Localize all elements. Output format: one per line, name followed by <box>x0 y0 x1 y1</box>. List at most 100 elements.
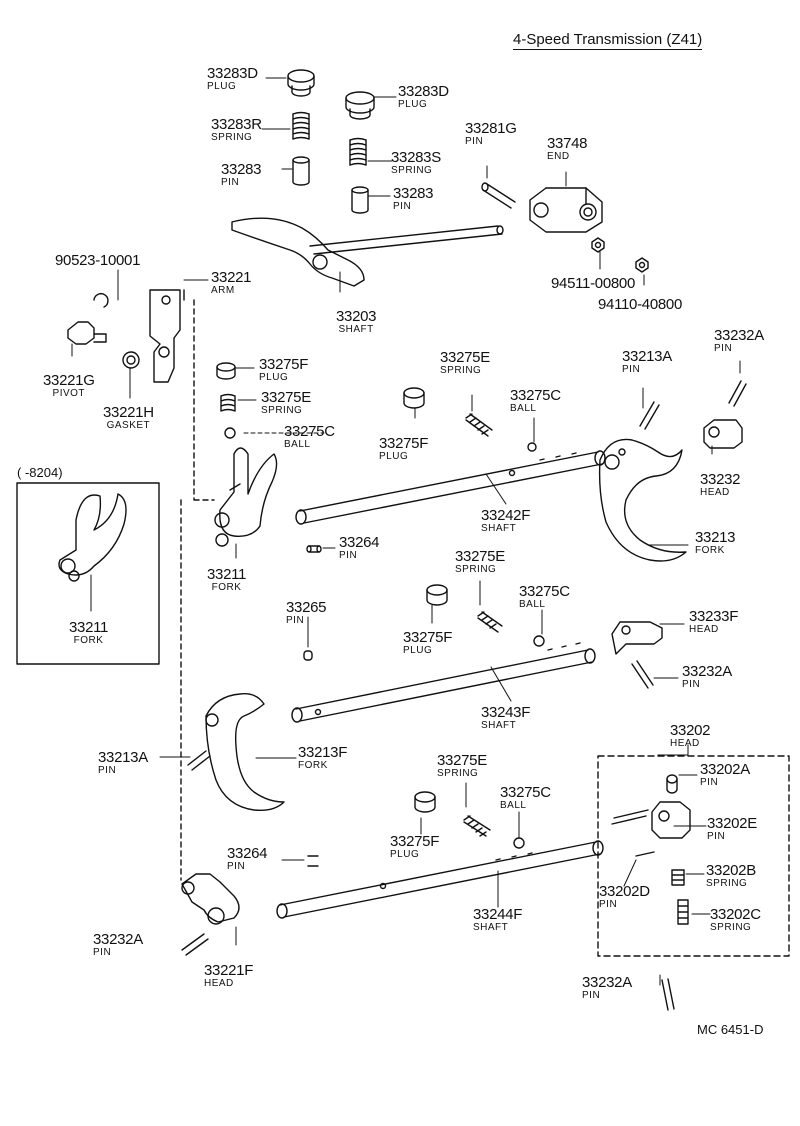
shaft-33203 <box>231 217 504 287</box>
gasket-33221H <box>122 351 140 369</box>
head-33221F <box>181 873 240 925</box>
plug-33283D-right <box>345 91 375 120</box>
fork-33213F <box>205 693 285 812</box>
shaft-33242F <box>295 450 606 525</box>
plug-33275F-d <box>414 791 436 813</box>
nut-94110 <box>635 257 649 273</box>
pin-33283-left <box>292 156 310 186</box>
pin-33213A-b <box>187 750 211 771</box>
pin-33265 <box>303 650 313 661</box>
arm-guide-line <box>193 299 215 501</box>
pin-33232A-b <box>631 660 654 689</box>
end-33748 <box>529 187 603 233</box>
pivot-33221G <box>67 321 107 345</box>
ball-33275C-a <box>224 427 236 439</box>
plug-33283D-left <box>287 69 315 97</box>
pin-33232A-c <box>181 933 209 956</box>
diagram-title: 4-Speed Transmission (Z41) <box>513 31 703 50</box>
callout-label: ( -8204) <box>17 465 63 480</box>
pin-33264-b <box>307 855 319 867</box>
head-33232 <box>703 419 743 449</box>
pin-33232A-d <box>661 978 675 1011</box>
plug-33275F-b <box>403 387 425 409</box>
part-label-94110: 94110-40800 <box>598 296 683 313</box>
fork-33211-alt <box>58 493 127 582</box>
fork-33213 <box>598 438 687 562</box>
ball-33275C-c <box>533 635 545 647</box>
spring-33275E-c <box>477 611 503 633</box>
clip-90523 <box>93 292 109 308</box>
spring-33275E-b <box>465 413 493 437</box>
pin-33281G <box>481 182 516 209</box>
drawing-code: MC 6451-D <box>697 1022 764 1037</box>
pin-33213A-a <box>639 401 660 430</box>
pin-33283-right <box>351 186 369 214</box>
spring-33202C <box>677 899 689 925</box>
head-33202-box <box>597 755 790 957</box>
arm-33221 <box>149 289 185 383</box>
head-33233F <box>611 621 663 655</box>
head-33202 <box>651 801 691 839</box>
plug-33275F-a <box>216 362 236 380</box>
nut-94511 <box>591 237 605 253</box>
pin-33202E <box>611 809 649 825</box>
ball-33275C-d <box>513 837 525 849</box>
callout-box <box>16 482 160 665</box>
plug-33275F-c <box>426 584 448 606</box>
fork-33211 <box>214 447 278 547</box>
leader-lines <box>71 77 741 986</box>
spring-33275E-a <box>220 393 236 412</box>
spring-33202B <box>671 869 685 886</box>
spring-33275E-d <box>463 815 491 837</box>
pin-33232A-a <box>728 380 747 407</box>
pin-33202D <box>635 851 655 857</box>
spring-33283S <box>349 137 367 166</box>
part-label-94511: 94511-00800 <box>551 275 636 292</box>
